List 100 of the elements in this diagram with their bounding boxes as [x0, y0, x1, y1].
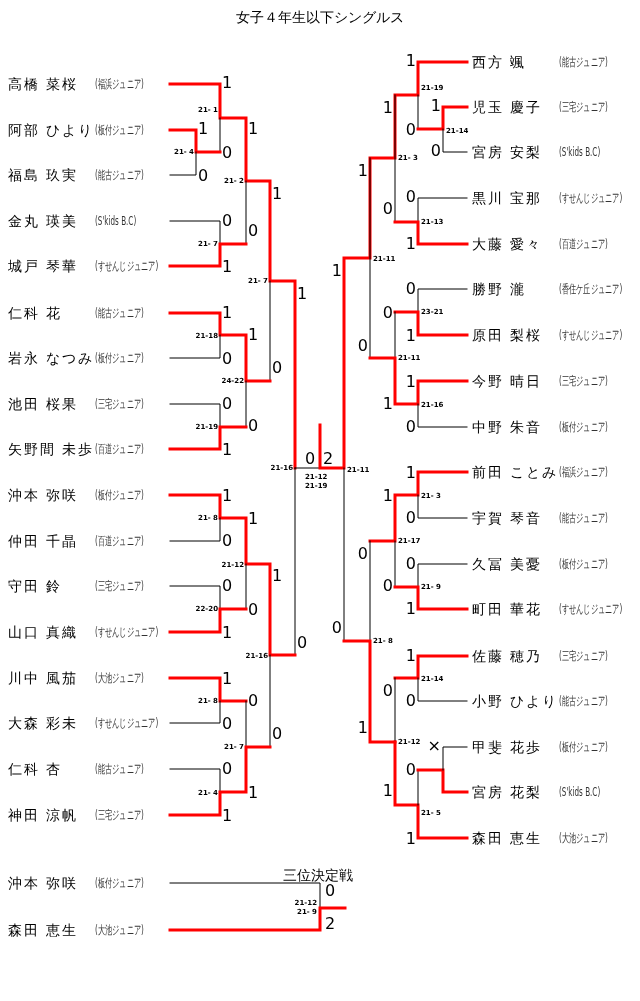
match-result: 0	[382, 575, 393, 595]
club-name: (能古ジュニア)	[95, 169, 144, 182]
player-name: 大藤 愛々	[472, 236, 543, 252]
match-result: 0	[198, 165, 209, 185]
match-result: 1	[405, 371, 416, 391]
player-name: 沖本 弥咲	[8, 875, 79, 891]
club-name: (すせんじジュニア)	[559, 192, 623, 205]
match-result: 0	[405, 186, 416, 206]
player-name: 仁科 花	[8, 305, 63, 321]
match-result: 0	[405, 507, 416, 527]
match-result: 0	[222, 393, 233, 413]
match-result: 1	[222, 256, 233, 276]
title: 女子４年生以下シングルス	[236, 9, 404, 27]
match-result: 1	[222, 302, 233, 322]
match-result: 1	[405, 645, 416, 665]
player-name: 西方 颯	[472, 54, 527, 70]
match-result: 1	[405, 828, 416, 848]
club-name: (福浜ジュニア)	[95, 78, 144, 91]
club-name: (三宅ジュニア)	[559, 375, 608, 388]
match-result: 2	[325, 913, 336, 933]
match-result: 0	[248, 599, 259, 619]
player-name: 池田 桜果	[8, 396, 79, 412]
club-name: (福浜ジュニア)	[559, 466, 608, 479]
match-result: 0	[297, 632, 308, 652]
match-result: 0	[222, 575, 233, 595]
match-result: 0	[405, 553, 416, 573]
match-result: 0	[430, 140, 441, 160]
match-result: 1	[272, 565, 283, 585]
match-result: 0	[405, 119, 416, 139]
match-result: 1	[222, 439, 233, 459]
player-name: 宇賀 琴音	[472, 510, 543, 526]
club-name: (三宅ジュニア)	[95, 398, 144, 411]
match-result: 1	[198, 118, 209, 138]
club-name: (能古ジュニア)	[559, 695, 608, 708]
match-result: 0	[382, 302, 393, 322]
match-result: 2	[323, 448, 334, 468]
club-name: (香住ケ丘ジュニア)	[559, 283, 623, 296]
player-name: 宮房 安梨	[472, 144, 543, 160]
club-name: (百道ジュニア)	[559, 238, 608, 251]
club-name: (S'kids B.C)	[559, 146, 601, 159]
match-result: 1	[222, 485, 233, 505]
club-name: (板付ジュニア)	[95, 489, 144, 502]
club-name: (三宅ジュニア)	[559, 101, 608, 114]
player-name: 大森 彩未	[8, 715, 79, 731]
club-name: (三宅ジュニア)	[95, 580, 144, 593]
club-name: (能古ジュニア)	[95, 763, 144, 776]
player-name: 岩永 なつみ	[8, 350, 95, 366]
club-name: (三宅ジュニア)	[559, 650, 608, 663]
match-result: 1	[405, 325, 416, 345]
match-result: 0	[272, 723, 283, 743]
club-name: (能古ジュニア)	[559, 512, 608, 525]
player-name: 沖本 弥咲	[8, 487, 79, 503]
match-result: 0	[272, 357, 283, 377]
match-result: 0	[357, 335, 368, 355]
match-result: 0	[405, 278, 416, 298]
player-name: 宮房 花梨	[472, 784, 543, 800]
player-name: 原田 梨桜	[472, 327, 543, 343]
match-result: 1	[222, 668, 233, 688]
match-result: 1	[405, 462, 416, 482]
match-result: 0	[405, 416, 416, 436]
player-name: 森田 恵生	[8, 922, 79, 938]
player-name: 仁科 杏	[8, 761, 63, 777]
match-result: 1	[272, 183, 283, 203]
club-name: (板付ジュニア)	[95, 124, 144, 137]
match-result: 1	[382, 97, 393, 117]
player-name: 矢野間 未歩	[8, 441, 95, 457]
match-result: 1	[382, 485, 393, 505]
club-name: (百道ジュニア)	[95, 535, 144, 548]
club-name: (すせんじジュニア)	[95, 626, 159, 639]
club-name: (S'kids B.C)	[95, 215, 137, 228]
player-name: 今野 晴日	[472, 373, 543, 389]
match-result: 1	[222, 805, 233, 825]
club-name: (板付ジュニア)	[559, 558, 608, 571]
match-result: 0	[382, 680, 393, 700]
match-result: 0	[248, 415, 259, 435]
player-name: 高橋 菜桜	[8, 76, 79, 92]
match-result: 1	[357, 717, 368, 737]
match-result: 0	[222, 758, 233, 778]
match-result: 1	[222, 622, 233, 642]
player-name: 仲田 千晶	[8, 533, 79, 549]
player-name: 前田 ことみ	[472, 464, 559, 480]
player-name: 阿部 ひより	[8, 122, 95, 138]
club-name: (板付ジュニア)	[559, 421, 608, 434]
player-name: 山口 真織	[8, 624, 79, 640]
club-name: (板付ジュニア)	[95, 352, 144, 365]
match-result: 1	[405, 233, 416, 253]
match-result: 0	[248, 220, 259, 240]
player-name: 川中 風茄	[8, 670, 79, 686]
match-result: 1	[248, 324, 259, 344]
match-result: 1	[357, 160, 368, 180]
match-result: 1	[297, 283, 308, 303]
match-result: 0	[222, 348, 233, 368]
match-result: 0	[248, 690, 259, 710]
match-result: 0	[405, 690, 416, 710]
club-name: (すせんじジュニア)	[95, 260, 159, 273]
player-name: 金丸 瑛美	[8, 213, 79, 229]
player-name: 佐藤 穂乃	[472, 648, 543, 664]
match-result: 0	[405, 759, 416, 779]
club-name: (百道ジュニア)	[95, 443, 144, 456]
match-result: 1	[405, 598, 416, 618]
